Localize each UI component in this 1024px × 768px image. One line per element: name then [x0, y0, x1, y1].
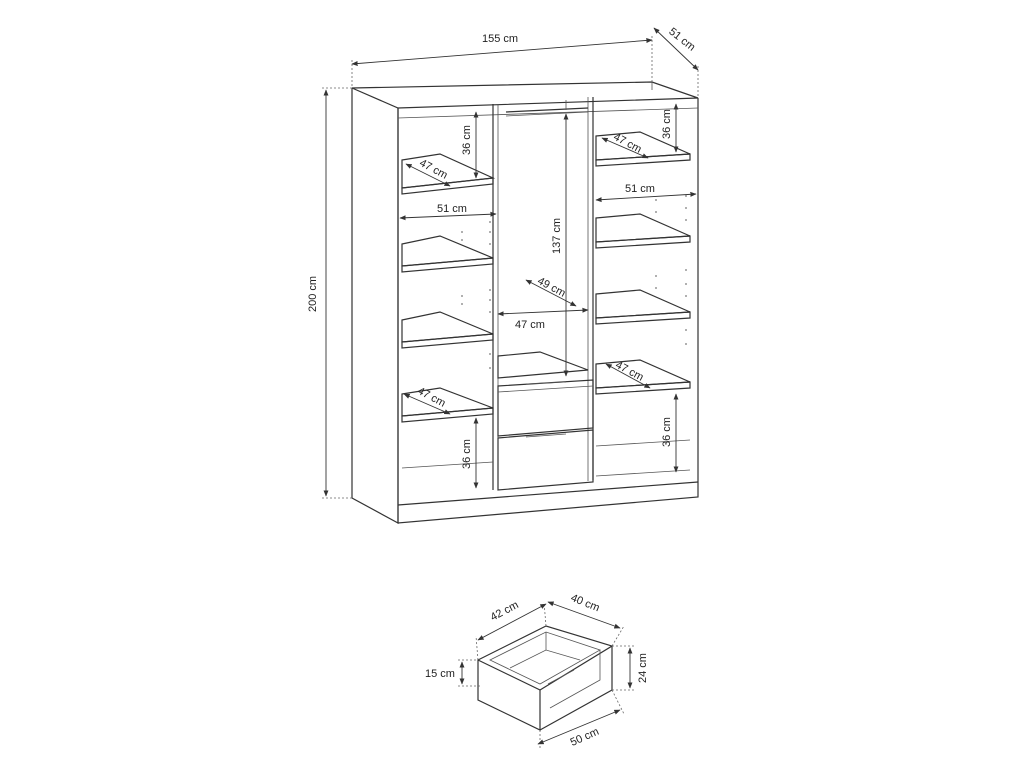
top-right-gap-label: 36 cm — [661, 109, 673, 139]
depth-label: 51 cm — [666, 26, 697, 54]
interior-dimensions: 36 cm 47 cm 51 cm 137 cm 49 cm 47 cm 36 … — [399, 103, 697, 489]
left-shelves — [401, 153, 496, 469]
wardrobe-top — [351, 81, 699, 109]
wardrobe-left-side — [351, 88, 399, 525]
bottom-right-gap-label: 36 cm — [661, 417, 673, 447]
width-label: 155 cm — [482, 33, 518, 45]
hanging-rail — [505, 107, 589, 113]
wardrobe-front-frame — [397, 98, 699, 524]
hanging-height-label: 137 cm — [551, 218, 563, 254]
bottom-left-gap-label: 36 cm — [461, 439, 473, 469]
drawer-detail: 42 cm 40 cm 15 cm 24 cm 50 cm — [425, 592, 649, 749]
bottom-right-depth-label: 47 cm — [613, 359, 645, 384]
left-width-label: 51 cm — [437, 203, 467, 215]
wardrobe — [351, 81, 699, 525]
hanging-depth-label: 49 cm — [535, 275, 567, 300]
overall-dimensions: 155 cm 51 cm 200 cm — [307, 26, 699, 499]
drawer-front-panel — [477, 659, 541, 731]
drawer-upper — [497, 379, 594, 437]
hanging-width-label: 47 cm — [515, 319, 545, 331]
shelf-pin-holes — [461, 195, 687, 369]
drawer-outer-height-label: 24 cm — [637, 653, 649, 683]
top-right-depth-label: 47 cm — [611, 131, 643, 156]
wardrobe-drawers — [497, 379, 594, 491]
right-shelves — [595, 131, 691, 477]
drawer-inner-height-label: 15 cm — [425, 668, 455, 680]
drawer-lower — [497, 429, 594, 491]
top-left-gap-label: 36 cm — [461, 125, 473, 155]
height-label: 200 cm — [307, 276, 319, 312]
right-width-label: 51 cm — [625, 183, 655, 195]
